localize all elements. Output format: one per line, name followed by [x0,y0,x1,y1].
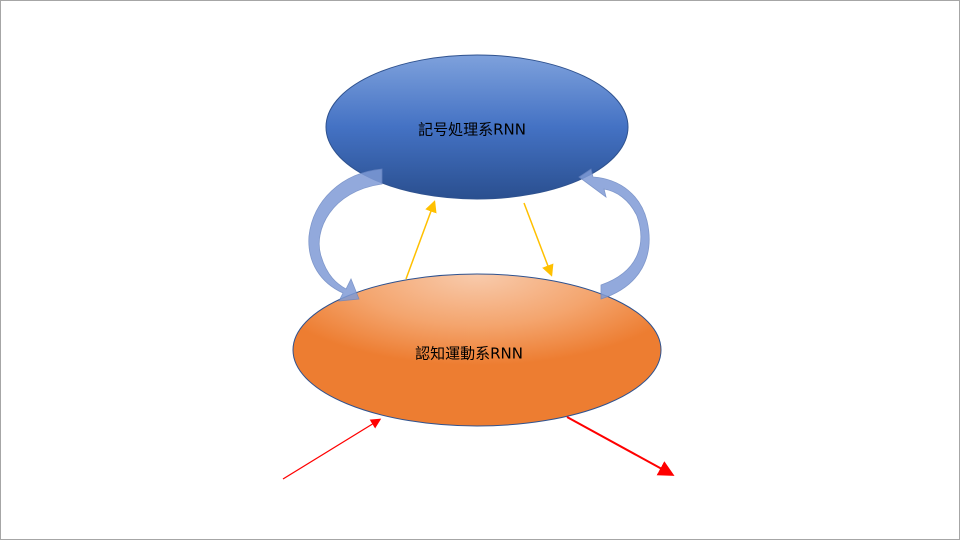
input-arrow [282,418,382,480]
downward-inner-arrow [523,202,554,277]
output-arrow [566,416,675,476]
symbolic-rnn-node [325,54,629,200]
upward-inner-arrow [405,200,437,280]
left-feedback-arrow [308,168,383,302]
sensorimotor-rnn-node [292,273,662,427]
sensorimotor-rnn-label: 認知運動系RNN [415,344,523,363]
right-feedback-arrow [578,168,650,300]
symbolic-rnn-label: 記号処理系RNN [418,120,526,139]
